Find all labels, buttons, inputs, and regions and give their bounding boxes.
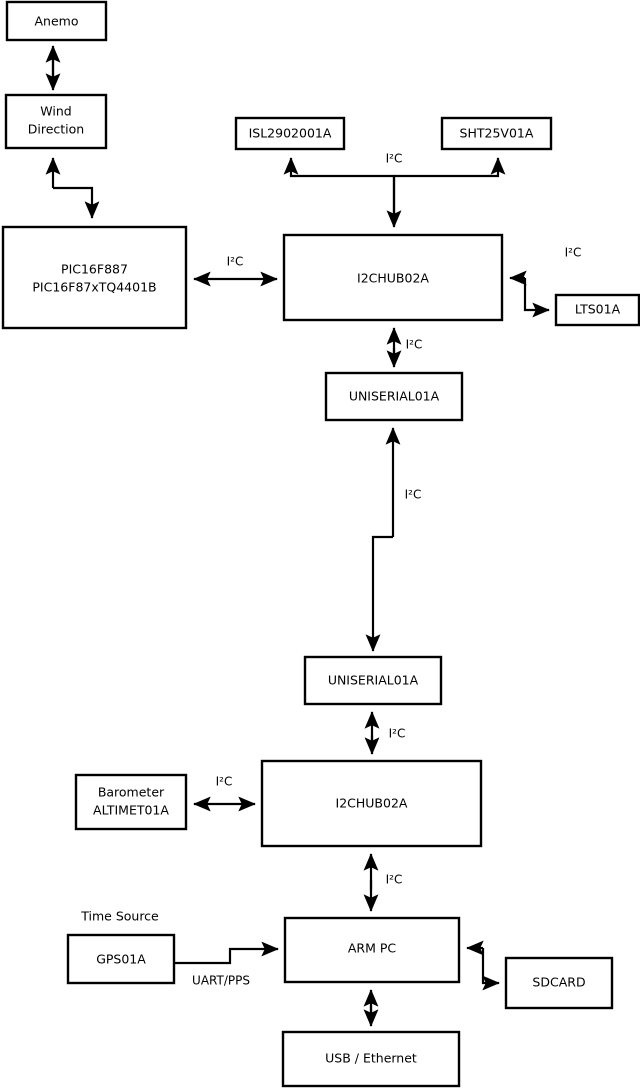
node-uniserial01a-lower-label: UNISERIAL01A bbox=[328, 673, 419, 688]
arrow-to-sht bbox=[394, 157, 506, 178]
node-wind-direction-label-line2: Direction bbox=[28, 122, 84, 137]
node-uniserial01a-upper[interactable]: UNISERIAL01A bbox=[324, 371, 464, 422]
node-i2chub02a-bottom-box[interactable] bbox=[260, 759, 483, 848]
node-gps01a[interactable]: GPS01A bbox=[66, 933, 176, 985]
node-gps01a-label: GPS01A bbox=[96, 952, 146, 967]
node-uniserial01a-upper-label: UNISERIAL01A bbox=[349, 389, 440, 404]
node-usb-ethernet[interactable]: USB / Ethernet bbox=[281, 1030, 461, 1088]
node-gps01a-box[interactable] bbox=[66, 933, 176, 985]
node-barometer-label-line2: ALTIMET01A bbox=[93, 803, 169, 818]
node-isl2902001a-box[interactable] bbox=[234, 116, 346, 151]
node-usb-ethernet-label: USB / Ethernet bbox=[325, 1051, 417, 1066]
node-wind-direction-box[interactable] bbox=[4, 93, 108, 150]
node-i2chub02a-top-box[interactable] bbox=[282, 233, 504, 322]
node-sht25v01a-box[interactable] bbox=[440, 116, 553, 151]
node-sht25v01a-label: SHT25V01A bbox=[460, 126, 534, 141]
node-isl2902001a[interactable]: ISL2902001A bbox=[234, 116, 346, 151]
node-i2chub02a-bottom-label: I2CHUB02A bbox=[336, 796, 408, 811]
node-barometer-box[interactable] bbox=[74, 773, 188, 831]
edge-label-hubtop-uniserial: I²C bbox=[406, 338, 423, 352]
arrow-to-armpc-left bbox=[174, 941, 279, 965]
node-barometer-label-line1: Barometer bbox=[98, 785, 165, 800]
node-usb-ethernet-box[interactable] bbox=[281, 1030, 461, 1088]
arrow-to-pic bbox=[53, 186, 100, 219]
edge-label-barometer-hubbot: I²C bbox=[216, 775, 233, 789]
node-lts01a-box[interactable] bbox=[554, 293, 640, 327]
edges-layer bbox=[45, 45, 550, 1027]
edge-uniserial-link bbox=[365, 427, 401, 652]
arrow-down-uniserial-lo bbox=[365, 535, 393, 652]
free-labels-layer: Time Source bbox=[80, 909, 159, 924]
node-barometer[interactable]: Barometer ALTIMET01A bbox=[74, 773, 188, 831]
node-sdcard-box[interactable] bbox=[504, 956, 614, 1010]
edge-label-uniserial-hubbot: I²C bbox=[389, 727, 406, 741]
node-arm-pc-label: ARM PC bbox=[348, 941, 397, 956]
node-pic-mcu[interactable]: PIC16F887 PIC16F87xTQ4401B bbox=[1, 225, 188, 330]
edge-gps-armpc bbox=[174, 941, 279, 965]
node-arm-pc-box[interactable] bbox=[283, 916, 461, 984]
arrow-to-sdcard bbox=[481, 948, 500, 991]
node-uniserial01a-lower-box[interactable] bbox=[303, 655, 443, 706]
edge-label-gps-armpc: UART/PPS bbox=[192, 974, 250, 988]
node-pic-mcu-label-line1: PIC16F887 bbox=[61, 262, 128, 277]
node-sht25v01a[interactable]: SHT25V01A bbox=[440, 116, 553, 151]
node-i2chub02a-top[interactable]: I2CHUB02A bbox=[282, 233, 504, 322]
node-anemo-label: Anemo bbox=[35, 14, 79, 29]
label-time-source: Time Source bbox=[80, 909, 159, 924]
edge-label-hubtop-lts: I²C bbox=[565, 246, 582, 260]
node-wind-direction[interactable]: Wind Direction bbox=[4, 93, 108, 150]
node-anemo[interactable]: Anemo bbox=[5, 0, 108, 42]
node-pic-mcu-label-line2: PIC16F87xTQ4401B bbox=[32, 280, 156, 295]
node-i2chub02a-top-label: I2CHUB02A bbox=[357, 271, 429, 286]
edge-hubtop-lts bbox=[509, 270, 550, 318]
edge-label-hubbot-armpc: I²C bbox=[386, 873, 403, 887]
edge-wind-pic bbox=[45, 157, 100, 219]
node-lts01a[interactable]: LTS01A bbox=[554, 293, 640, 327]
node-wind-direction-label-line1: Wind bbox=[40, 104, 71, 119]
node-sdcard[interactable]: SDCARD bbox=[504, 956, 614, 1010]
node-isl2902001a-label: ISL2902001A bbox=[249, 126, 332, 141]
arrow-to-isl bbox=[283, 157, 396, 226]
node-uniserial01a-lower[interactable]: UNISERIAL01A bbox=[303, 655, 443, 706]
edge-labels-layer: I²C I²C I²C I²C I²C I²C I²C I²C UART/PPS bbox=[192, 152, 581, 988]
edge-label-pic-hubtop: I²C bbox=[227, 255, 244, 269]
node-uniserial01a-upper-box[interactable] bbox=[324, 371, 464, 422]
edge-label-hubtop-sensors: I²C bbox=[386, 152, 403, 166]
edge-label-uniserial-link: I²C bbox=[405, 488, 422, 502]
edge-hubtop-sensors bbox=[283, 157, 506, 228]
node-pic-mcu-box[interactable] bbox=[1, 225, 188, 330]
arrow-to-lts bbox=[523, 278, 550, 318]
node-lts01a-label: LTS01A bbox=[575, 302, 621, 317]
node-i2chub02a-bottom[interactable]: I2CHUB02A bbox=[260, 759, 483, 848]
edge-armpc-sdcard bbox=[466, 940, 500, 991]
node-arm-pc[interactable]: ARM PC bbox=[283, 916, 461, 984]
node-sdcard-label: SDCARD bbox=[532, 975, 585, 990]
node-anemo-box[interactable] bbox=[5, 0, 108, 42]
